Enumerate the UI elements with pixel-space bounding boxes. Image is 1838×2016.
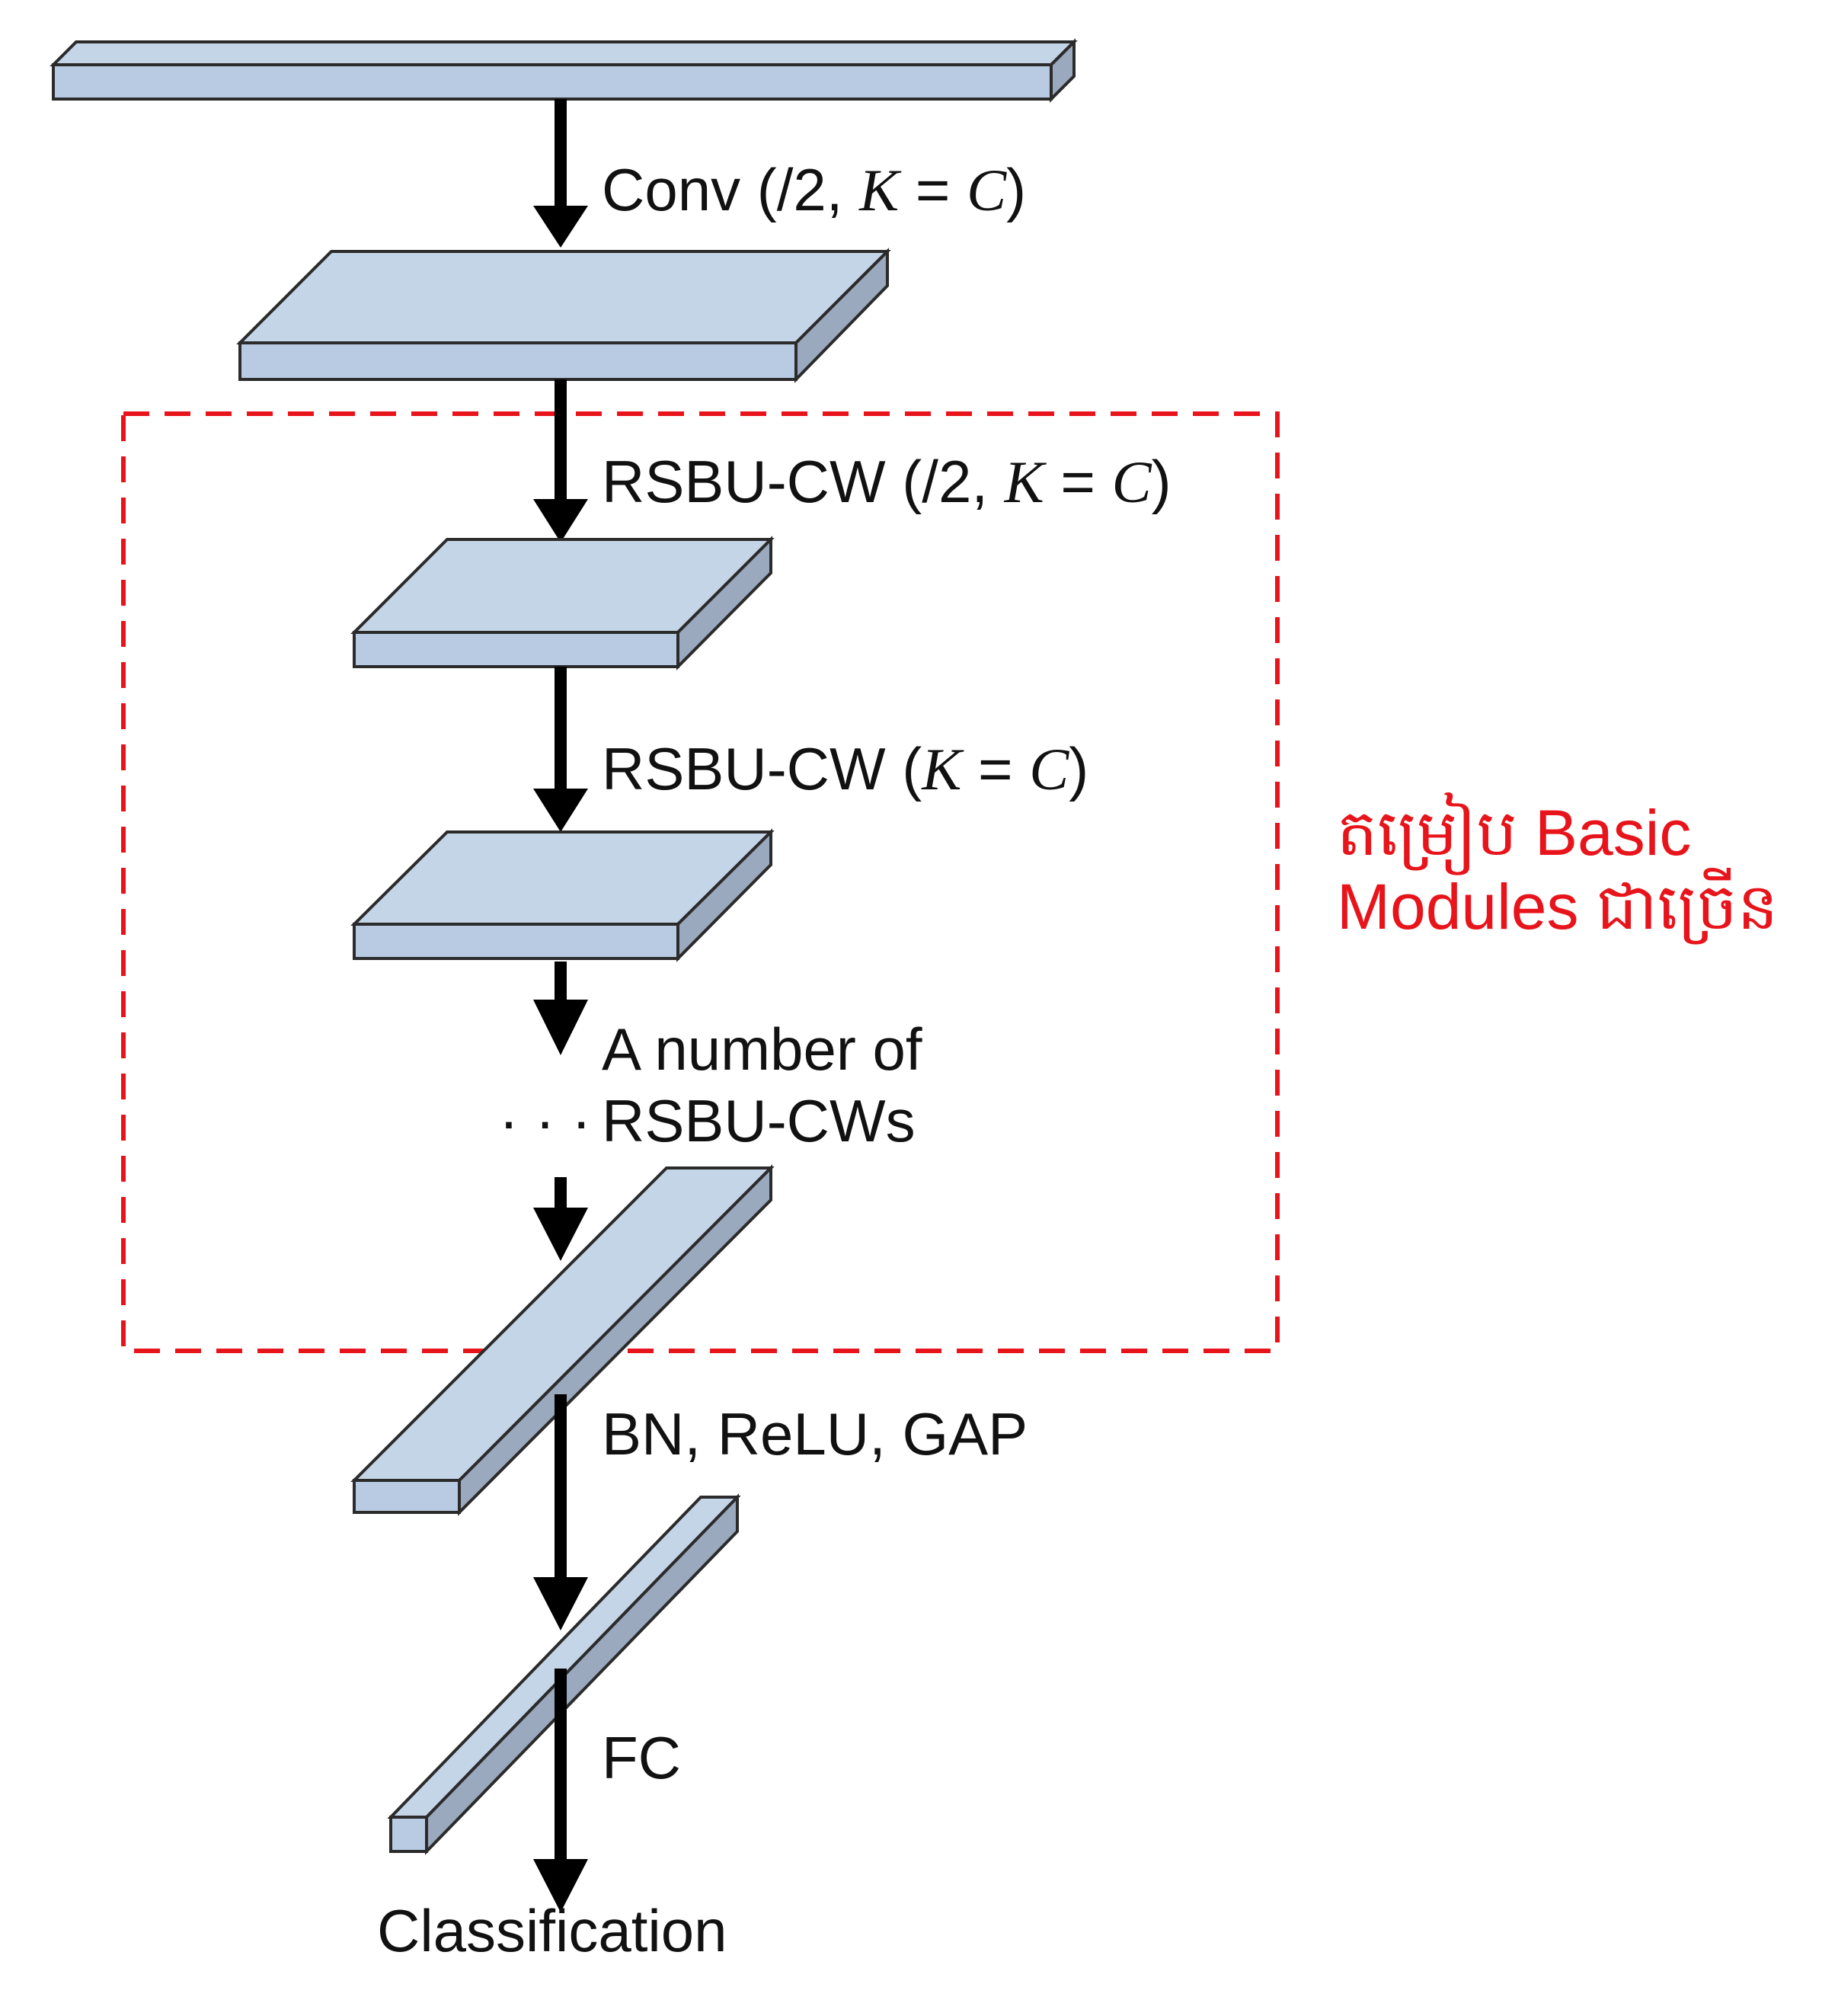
conv-feature-map (236, 248, 891, 383)
arrow-to-final-rsbu (533, 1177, 588, 1261)
basic-modules-annotation: តម្រៀប Basic Modules ជាច្រើន (1337, 796, 1778, 943)
rsbu2-label-k: K (922, 736, 962, 802)
annotation-line1: តម្រៀប Basic (1337, 797, 1692, 869)
rsbu1-label-c: C (1111, 449, 1152, 515)
arrow-rsbu-1 (533, 379, 588, 542)
rsbu1-label-k: K (1004, 449, 1044, 515)
many-rsbu-line1: A number of (602, 1016, 922, 1083)
arrow-more-rsbu (533, 962, 588, 1055)
rsbu2-label-eq: = (961, 735, 1030, 802)
rsbu-cw-label: RSBU-CW (K = C) (602, 739, 1088, 799)
many-rsbu-line2: RSBU-CWs (602, 1087, 916, 1154)
conv-label-k: K (859, 157, 900, 223)
arrow-fc (533, 1669, 588, 1912)
rsbu2-label-c: C (1029, 736, 1069, 802)
conv-label-end: ) (1006, 156, 1027, 223)
arrow-bn-relu-gap (533, 1394, 588, 1630)
rsbu2-label-end: ) (1069, 735, 1089, 802)
final-feature-map (350, 1164, 775, 1516)
annotation-line2: Modules ជាច្រើន (1337, 870, 1779, 942)
conv-label-c: C (967, 157, 1007, 223)
conv-label-text: Conv (/2, (602, 156, 860, 223)
rsbu2-label-text: RSBU-CW ( (602, 735, 922, 802)
arrow-conv (533, 99, 588, 248)
rsbu-cw-downsample-label: RSBU-CW (/2, K = C) (602, 452, 1172, 512)
conv-label-eq: = (899, 156, 967, 223)
basic-modules-highlight-box (121, 411, 1280, 1353)
bn-relu-gap-label: BN, ReLU, GAP (602, 1400, 1028, 1467)
rsbu1-label-end: ) (1151, 448, 1172, 515)
classification-label: Classification (377, 1897, 727, 1964)
conv-label: Conv (/2, K = C) (602, 160, 1026, 220)
rsbu1-label-eq: = (1044, 448, 1112, 515)
rsbu-feature-map-1 (350, 536, 775, 670)
rsbu-feature-map-2 (350, 828, 775, 962)
gap-vector (387, 1493, 741, 1855)
fc-label: FC (602, 1724, 681, 1791)
ellipsis-dots: · · · (499, 1087, 592, 1154)
rsbu1-label-text: RSBU-CW (/2, (602, 448, 1005, 515)
arrow-rsbu-2 (533, 667, 588, 832)
input-feature-map (50, 38, 1078, 103)
